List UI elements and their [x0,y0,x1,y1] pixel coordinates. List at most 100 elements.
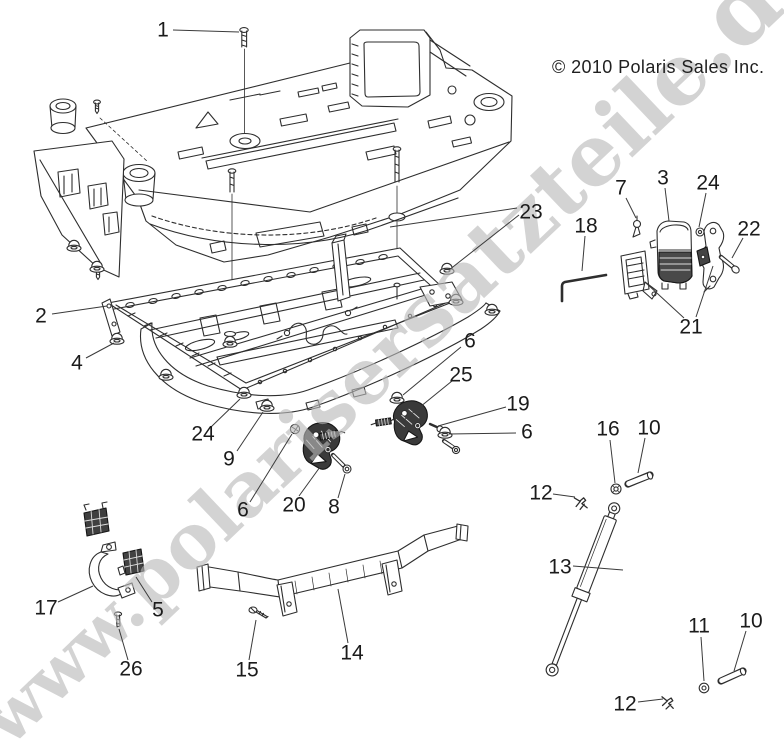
leader-line-1 [172,29,240,33]
hex-wrench-18-drawing [560,273,608,303]
leader-line-25 [403,380,453,421]
callout-6: 6 [237,499,249,522]
leader-line-23 [389,207,518,228]
leader-line-8 [337,473,346,499]
callout-1: 1 [157,19,169,42]
callout-14: 14 [340,642,364,665]
callout-18: 18 [574,215,597,238]
frame-brace-plate [331,233,351,302]
leader-line-3 [664,187,670,222]
spring-20-drawing [314,429,346,441]
callout-6: 6 [464,330,476,353]
callout-21: 21 [679,316,702,339]
copyright-text: © 2010 Polaris Sales Inc. [552,57,765,77]
screw-15-drawing [248,606,269,619]
callout-10: 10 [637,417,660,440]
leader-line-15 [248,619,257,661]
callout-12: 12 [529,482,552,505]
callout-22: 22 [737,218,760,241]
leader-line-7 [625,197,637,219]
callout-4: 4 [71,352,83,375]
callout-19: 19 [506,393,529,416]
leader-line-21 [645,282,685,319]
callout-24: 24 [191,423,215,446]
leader-line-14 [337,588,349,644]
callout-12: 12 [613,693,636,716]
leader-line-17 [57,585,94,603]
pin-10-upper-drawing [624,471,654,488]
leader-line-19 [437,406,507,427]
latch-3-drawing [649,220,693,290]
leader-line-9 [236,411,264,452]
leader-line-20 [298,466,321,497]
bolt-below-25-drawing [441,438,461,455]
washer-16-drawing [610,483,622,495]
cargo-box-drawing [33,27,513,351]
leader-line-18 [581,235,586,272]
leader-line-11 [700,636,705,682]
strut-hardware-drawing [545,471,747,710]
clip-7-drawing [632,215,642,238]
leader-line-6 [402,346,462,396]
callout-17: 17 [34,597,57,620]
callout-10: 10 [739,610,762,633]
bolt-26-drawing [113,611,123,628]
leader-line-6 [448,432,517,435]
leader-line-6 [249,433,293,503]
leader-line-16 [609,439,616,484]
callout-8: 8 [328,496,340,519]
leader-line-23 [448,214,520,271]
leader-line-13 [572,565,624,571]
bolt-8-drawing [330,452,352,474]
callout-7: 7 [615,177,627,200]
callout-5: 5 [152,599,164,622]
clip-12-lower-drawing [661,696,674,710]
tailgate-latch-assembly-drawing [560,215,740,303]
leader-line-12 [637,698,664,703]
callout-16: 16 [596,418,619,441]
frame-perforations [125,253,388,309]
leader-line-24 [698,192,707,228]
callout-13: 13 [548,556,571,579]
callout-20: 20 [282,494,305,517]
bolt-1-drawing [239,27,249,134]
clip-12-upper-drawing [573,497,588,511]
crossbar-drawing [196,523,469,617]
callout-15: 15 [235,659,258,682]
gas-strut-13-drawing [545,502,621,677]
callout-6: 6 [521,421,533,444]
bracket-17-drawing [88,541,136,599]
nut-11-drawing [698,682,710,694]
callout-25: 25 [449,364,472,387]
callout-3: 3 [657,167,669,190]
latch-drawings [289,400,461,474]
pin-10-lower-drawing [717,667,747,685]
clamp-block-upper-drawing [83,501,110,537]
callout-26: 26 [119,658,142,681]
callout-23: 23 [519,201,542,224]
clamp-hardware-drawing [83,501,269,628]
leader-line-12 [552,493,576,498]
bolt-22-drawing [718,254,740,274]
leader-line-2 [51,305,108,315]
leader-line-26 [118,628,129,661]
latch-25-drawing [392,400,428,446]
leader-line-5 [135,576,153,603]
spring-25-drawing [370,417,396,427]
leader-line-4 [85,342,115,359]
latch-bracket-drawing [696,222,725,293]
leader-line-21 [695,265,714,318]
leader-line-24 [210,398,241,428]
callout-11: 11 [688,615,710,638]
callout-2: 2 [35,305,47,328]
callout-24: 24 [696,172,720,195]
leader-line-10 [733,630,747,672]
wiring-harness-drawing [276,306,358,345]
callout-9: 9 [223,448,235,471]
clamp-5-drawing [117,548,145,576]
leader-line-22 [731,237,744,259]
